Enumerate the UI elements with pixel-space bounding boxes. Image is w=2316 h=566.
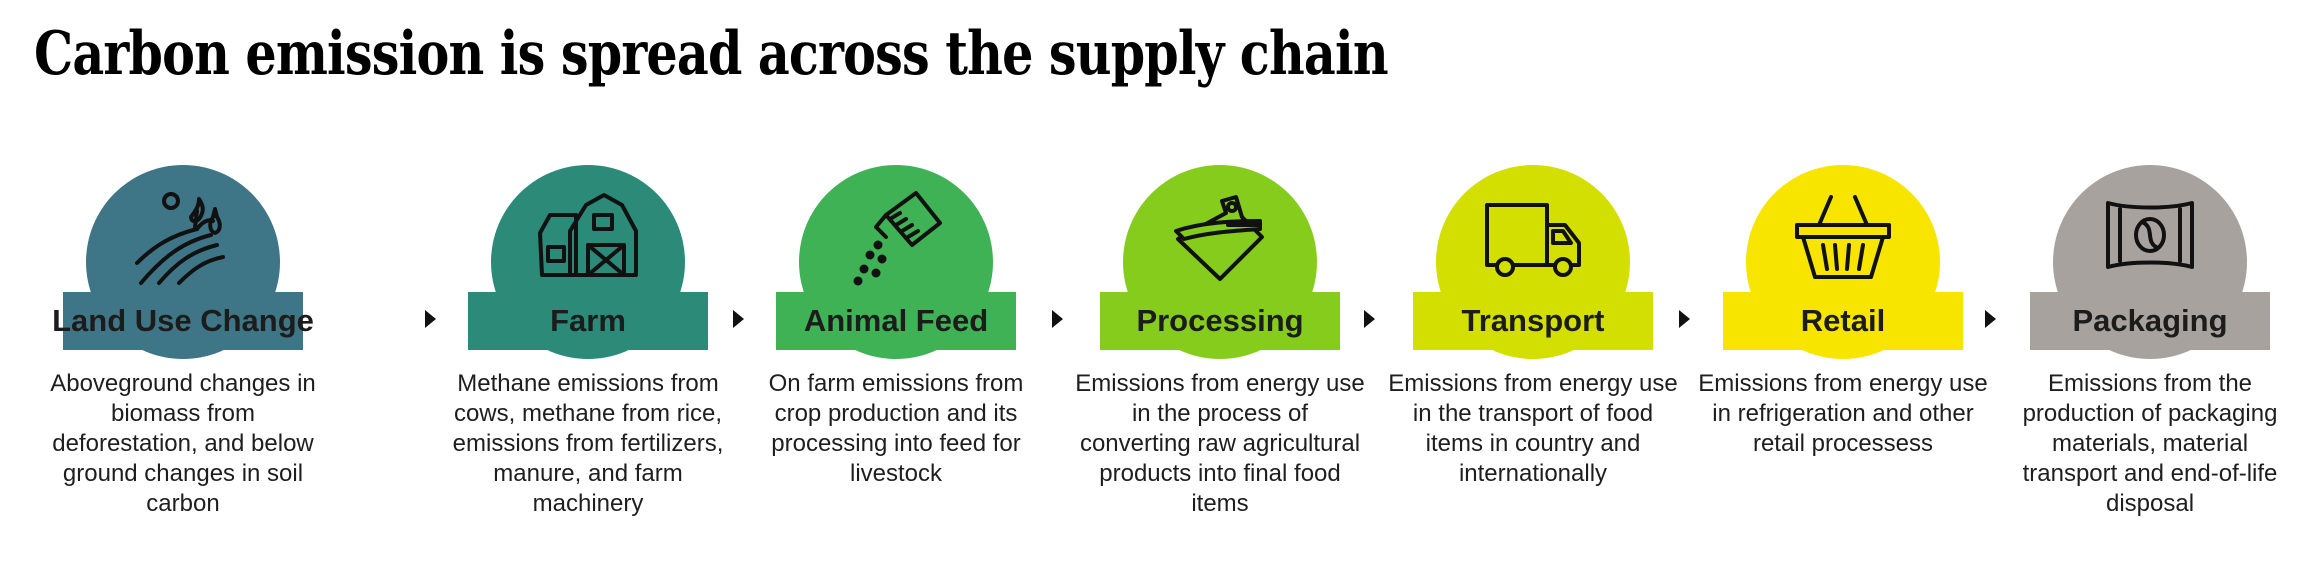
stage-processing: Processing <box>1100 165 1340 359</box>
flow-arrow <box>1052 310 1063 328</box>
flow-arrow <box>425 310 436 328</box>
stage-description: On farm emissions from crop production a… <box>768 370 1024 487</box>
stage-band: Packaging <box>2030 292 2270 350</box>
stage-farm: Farm <box>468 165 708 359</box>
stage-label: Processing <box>1136 303 1304 338</box>
page-title: Carbon emission is spread across the sup… <box>34 19 1389 89</box>
stage-label: Animal Feed <box>803 303 989 338</box>
shopping-basket-icon <box>1795 195 1891 279</box>
stage-description: Emissions from the production of packagi… <box>2022 370 2278 517</box>
stage-description: Aboveground changes in biomass from defo… <box>50 370 316 517</box>
stage-packaging: Packaging <box>2030 165 2270 359</box>
stage-description: Emissions from energy use in the process… <box>1075 370 1365 517</box>
barn-icon <box>538 193 638 277</box>
flow-arrow <box>1985 310 1996 328</box>
stage-band: Farm <box>468 292 708 350</box>
stage-label: Land Use Change <box>52 303 314 338</box>
stage-animal-feed: Animal Feed <box>776 165 1016 359</box>
coffee-package-icon <box>2106 201 2194 269</box>
stage-band: Retail <box>1723 292 1963 350</box>
land-crop-icon <box>135 192 225 285</box>
flow-arrow <box>1679 310 1690 328</box>
stage-band: Animal Feed <box>776 292 1016 350</box>
stage-label: Transport <box>1461 303 1605 338</box>
stage-label: Packaging <box>2072 303 2228 338</box>
stage-band: Land Use Change <box>52 292 314 350</box>
stage-label: Retail <box>1800 303 1886 338</box>
stage-band: Transport <box>1413 292 1653 350</box>
stage-transport: Transport <box>1413 165 1653 359</box>
stage-retail: Retail <box>1723 165 1963 359</box>
truck-icon <box>1485 203 1581 277</box>
stage-band: Processing <box>1100 292 1340 350</box>
feed-bag-icon <box>853 191 942 286</box>
cutting-board-knife-icon <box>1174 195 1264 281</box>
flow-arrow <box>1364 310 1375 328</box>
stage-land-use-change: Land Use Change <box>52 165 314 359</box>
stage-description: Emissions from energy use in the transpo… <box>1388 370 1678 487</box>
stage-description: Methane emissions from cows, methane fro… <box>452 370 724 517</box>
stage-label: Farm <box>550 303 626 338</box>
stage-description: Emissions from energy use in refrigerati… <box>1698 370 1988 457</box>
flow-arrow <box>733 310 744 328</box>
